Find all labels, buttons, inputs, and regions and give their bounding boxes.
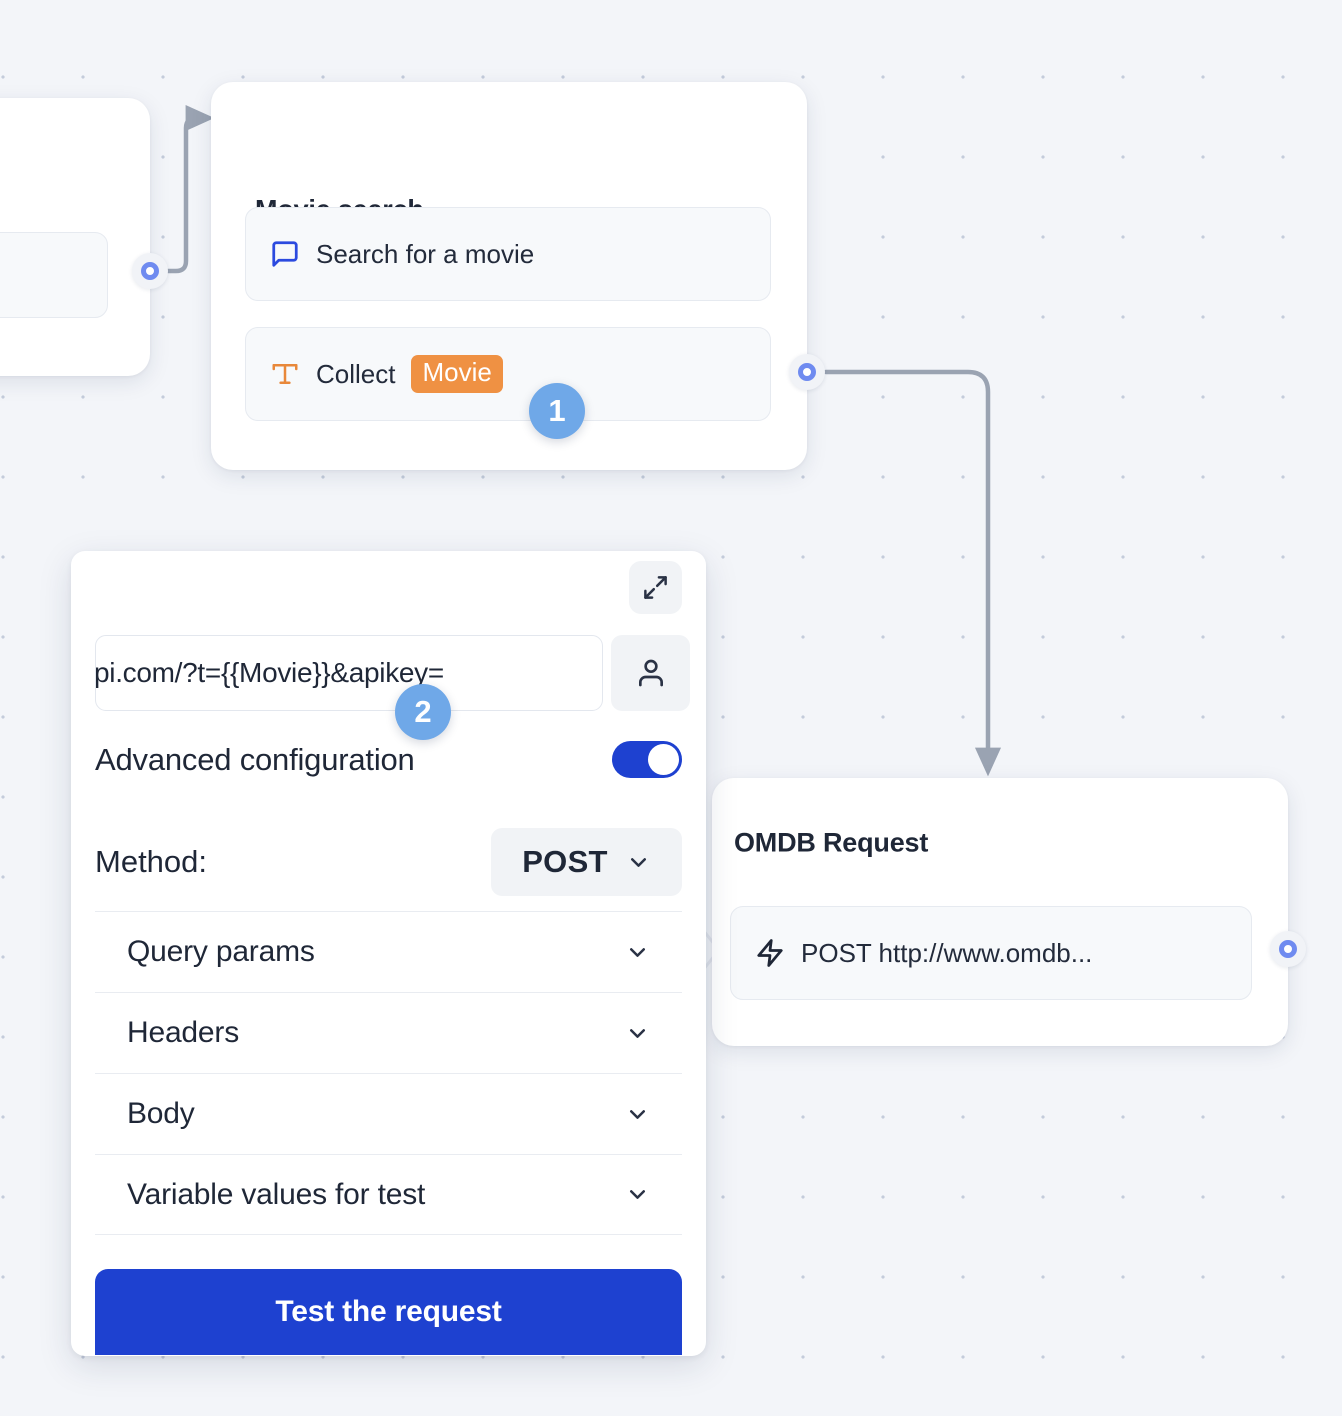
- port-omdb-request-output[interactable]: [1270, 931, 1306, 967]
- node-row-collect-movie[interactable]: Collect Movie: [245, 327, 771, 421]
- step-badge-2: 2: [395, 684, 451, 740]
- request-url-input[interactable]: pi.com/?t={{Movie}}&apikey=: [95, 635, 603, 711]
- auth-user-button[interactable]: [611, 635, 690, 711]
- node-row-label: POST http://www.omdb...: [801, 937, 1093, 968]
- chevron-down-icon[interactable]: [625, 1182, 650, 1207]
- port-movie-search-output[interactable]: [789, 354, 825, 390]
- node-row-search-for-a-movie[interactable]: Search for a movie: [245, 207, 771, 301]
- accordion-label: Query params: [127, 935, 315, 968]
- node-row-label: Search for a movie: [316, 238, 535, 269]
- accordion-label: Variable values for test: [127, 1177, 426, 1211]
- chevron-down-icon[interactable]: [625, 1021, 650, 1046]
- request-sections-accordion: Query params Headers Body: [95, 911, 682, 1235]
- toggle-knob: [648, 744, 679, 775]
- method-select[interactable]: POST: [491, 828, 682, 896]
- chevron-down-icon[interactable]: [625, 940, 650, 965]
- request-configuration-panel[interactable]: pi.com/?t={{Movie}}&apikey= Advanced con…: [71, 551, 706, 1356]
- user-icon: [635, 657, 667, 689]
- node-card-movie-search[interactable]: Movie search Search for a movie Collect …: [211, 82, 807, 470]
- node-row-label: Collect: [316, 358, 396, 389]
- accordion-item-headers[interactable]: Headers: [95, 992, 682, 1073]
- variable-chip-movie[interactable]: Movie: [411, 355, 503, 393]
- accordion-item-variable-values-for-test[interactable]: Variable values for test: [95, 1154, 682, 1235]
- node-row-post-request[interactable]: POST http://www.omdb...: [730, 906, 1252, 1000]
- advanced-configuration-label: Advanced configuration: [95, 741, 415, 777]
- test-the-request-button[interactable]: Test the request: [95, 1269, 682, 1355]
- text-T-icon: [270, 359, 300, 389]
- chevron-down-icon: [626, 850, 651, 875]
- request-url-value: pi.com/?t={{Movie}}&apikey=: [95, 657, 444, 688]
- method-row: Method: POST: [95, 828, 682, 896]
- advanced-configuration-row[interactable]: Advanced configuration: [95, 741, 682, 778]
- message-square-icon: [270, 239, 300, 269]
- node-row-placeholder[interactable]: [0, 232, 108, 318]
- accordion-item-query-params[interactable]: Query params: [95, 911, 682, 992]
- advanced-configuration-toggle[interactable]: [612, 741, 682, 778]
- node-card-omdb-request[interactable]: OMDB Request POST http://www.omdb...: [712, 778, 1288, 1046]
- port-partial-card-output[interactable]: [132, 253, 168, 289]
- node-title-omdb-request: OMDB Request: [734, 827, 929, 858]
- accordion-item-body[interactable]: Body: [95, 1073, 682, 1154]
- accordion-label: Headers: [127, 1016, 239, 1049]
- method-label: Method:: [95, 844, 208, 879]
- step-badge-1: 1: [529, 383, 585, 439]
- node-card-partial[interactable]: [0, 98, 150, 376]
- expand-panel-button[interactable]: [629, 561, 682, 614]
- zap-icon: [755, 938, 785, 968]
- expand-diagonal-icon: [642, 574, 669, 601]
- url-field-group[interactable]: pi.com/?t={{Movie}}&apikey=: [95, 635, 690, 711]
- accordion-label: Body: [127, 1097, 195, 1130]
- chevron-down-icon[interactable]: [625, 1102, 650, 1127]
- method-value: POST: [522, 844, 608, 879]
